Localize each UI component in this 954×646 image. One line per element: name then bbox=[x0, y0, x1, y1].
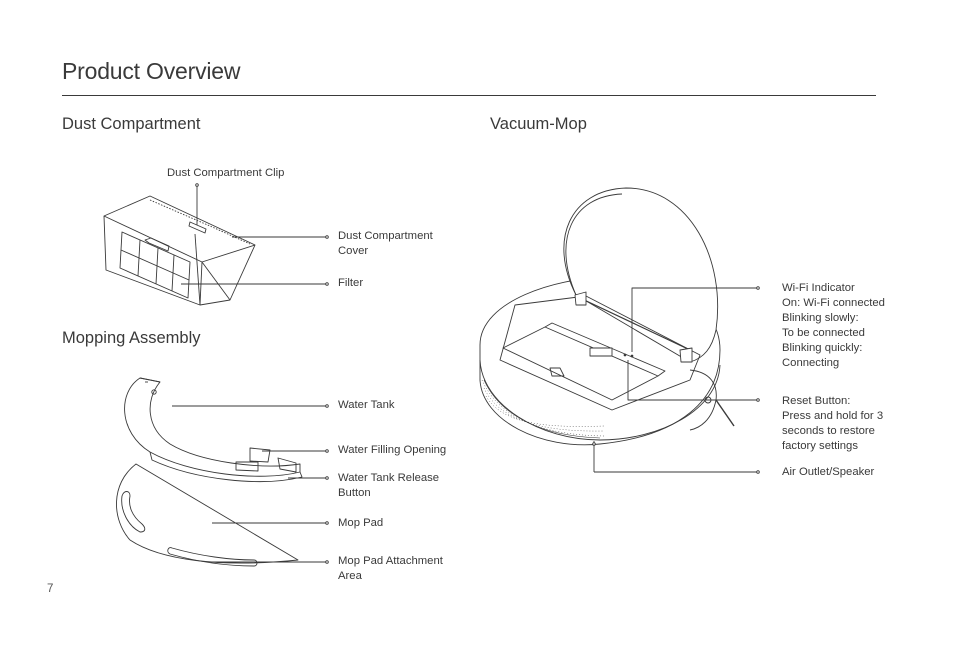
vacuum-mop-heading: Vacuum-Mop bbox=[490, 115, 587, 133]
dust-compartment-clip-label: Dust Compartment Clip bbox=[167, 167, 285, 179]
dust-compartment-heading: Dust Compartment bbox=[62, 115, 201, 133]
robot-leader-lines bbox=[592, 286, 760, 474]
dust-compartment-cover-label: Dust Compartment Cover bbox=[338, 230, 433, 257]
mopping-assembly-heading: Mopping Assembly bbox=[62, 329, 201, 347]
reset-button-label: Reset Button: Press and hold for 3 secon… bbox=[782, 395, 884, 452]
water-tank-illustration bbox=[124, 377, 303, 482]
water-tank-label: Water Tank bbox=[338, 399, 395, 411]
water-tank-release-button-label: Water Tank Release Button bbox=[338, 472, 440, 499]
mopping-leader-lines bbox=[172, 404, 329, 564]
filter-label: Filter bbox=[338, 277, 364, 289]
page-number: 7 bbox=[47, 583, 54, 595]
wifi-indicator-label: Wi-Fi Indicator On: Wi-Fi connected Blin… bbox=[782, 282, 885, 369]
mop-pad-attachment-area-label: Mop Pad Attachment Area bbox=[338, 555, 443, 582]
robot-illustration bbox=[479, 187, 735, 446]
page-title: Product Overview bbox=[62, 58, 241, 84]
dust-leader-lines bbox=[181, 183, 329, 286]
title-divider bbox=[62, 95, 876, 96]
mop-pad-illustration bbox=[116, 463, 299, 567]
dust-compartment-illustration bbox=[103, 195, 256, 306]
water-filling-opening-label: Water Filling Opening bbox=[338, 444, 447, 456]
air-outlet-speaker-label: Air Outlet/Speaker bbox=[782, 466, 875, 478]
mop-pad-label: Mop Pad bbox=[338, 517, 384, 529]
